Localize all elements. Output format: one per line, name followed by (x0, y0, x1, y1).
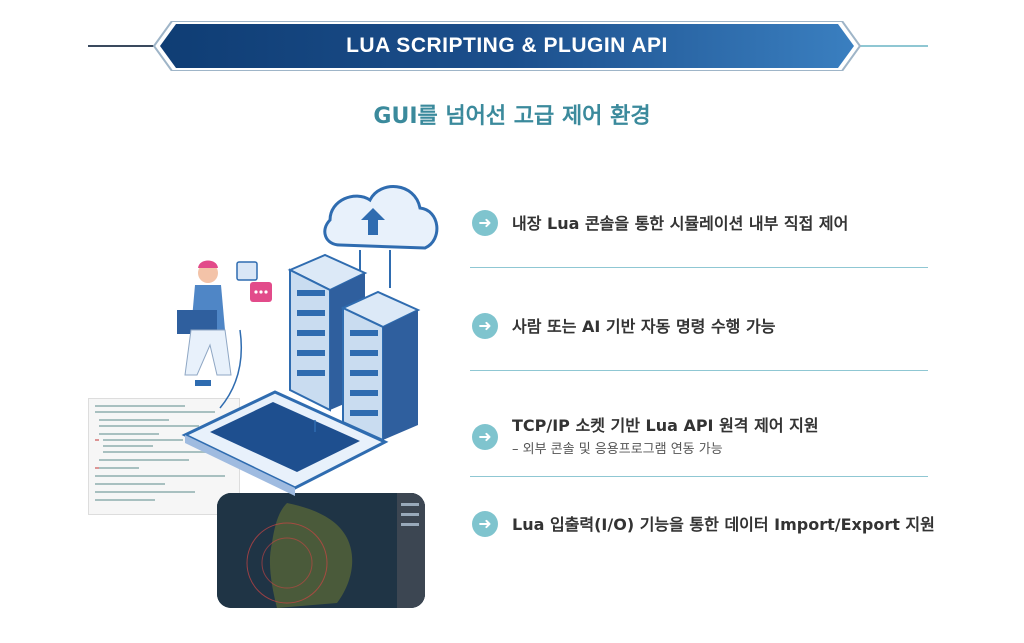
arrow-right-circle-icon: ➜ (472, 313, 498, 339)
feature-text: 내장 Lua 콘솔을 통한 시뮬레이션 내부 직접 제어 (512, 214, 849, 233)
header-line-left (88, 45, 166, 47)
list-item: ➜ TCP/IP 소켓 기반 Lua API 원격 제어 지원 – 외부 콘솔 … (470, 396, 930, 499)
person-icon (177, 260, 232, 386)
feature-text: Lua 입출력(I/O) 기능을 통한 데이터 Import/Export 지원 (512, 515, 935, 534)
arrow-right-circle-icon: ➜ (472, 511, 498, 537)
list-item: ➜ Lua 입출력(I/O) 기능을 통한 데이터 Import/Export … (470, 499, 935, 602)
map-screenshot (217, 493, 425, 608)
divider (470, 370, 928, 371)
chat-bubble-icon (236, 261, 272, 302)
divider (470, 267, 928, 268)
feature-text: TCP/IP 소켓 기반 Lua API 원격 제어 지원 (512, 416, 819, 435)
map-graphic (217, 493, 425, 608)
list-item: ➜ 사람 또는 AI 기반 자동 명령 수행 가능 (470, 293, 930, 396)
laptop-icon (181, 390, 389, 496)
arrow-right-circle-icon: ➜ (472, 210, 498, 236)
list-item: ➜ 내장 Lua 콘솔을 통한 시뮬레이션 내부 직접 제어 (470, 190, 930, 293)
arrow-right-circle-icon: ➜ (472, 424, 498, 450)
feature-text: 사람 또는 AI 기반 자동 명령 수행 가능 (512, 317, 776, 336)
divider (470, 476, 928, 477)
server-rack-icon (287, 253, 421, 442)
page-subtitle: GUI를 넘어선 고급 제어 환경 (373, 104, 651, 129)
code-lines-graphic (95, 405, 225, 501)
feature-list: ➜ 내장 Lua 콘솔을 통한 시뮬레이션 내부 직접 제어 ➜ 사람 또는 A… (470, 190, 935, 602)
cloud-upload-icon (323, 185, 439, 288)
feature-subtext: – 외부 콘솔 및 응용프로그램 연동 가능 (512, 442, 723, 457)
cable-lines (219, 329, 316, 432)
header-banner-shape (152, 21, 862, 71)
server-illustration (177, 185, 439, 496)
header-banner: LUA SCRIPTING & PLUGIN API (150, 21, 864, 71)
header-line-right (858, 45, 928, 47)
page-title: LUA SCRIPTING & PLUGIN API (346, 34, 668, 57)
